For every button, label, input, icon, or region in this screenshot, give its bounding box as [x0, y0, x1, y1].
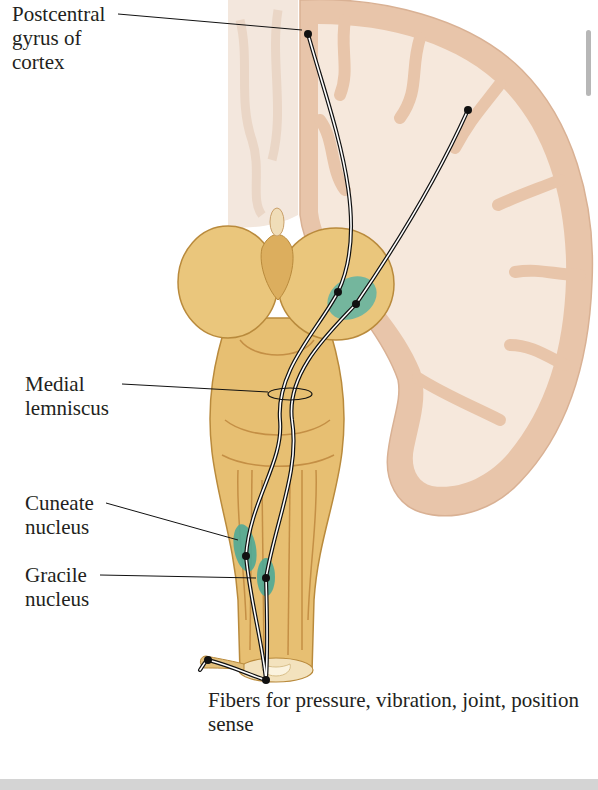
- structure-label: Postcentral gyrus of cortex: [12, 2, 116, 74]
- left-hemisphere: [228, 0, 298, 227]
- brainstem: [210, 318, 344, 672]
- cell-bodies: [204, 30, 472, 684]
- structure-label: Medial lemniscus: [25, 372, 121, 420]
- bottom-bar: [0, 779, 598, 790]
- structure-label: Cuneate nucleus: [25, 491, 105, 539]
- structure-label: Fibers for pressure, vibration, joint, p…: [208, 688, 590, 736]
- lemniscus-ring: [268, 388, 312, 400]
- structure-label: Gracile nucleus: [25, 563, 99, 611]
- sulci: [320, 20, 580, 420]
- cord-section: [239, 658, 313, 682]
- pathway-fibers: [200, 34, 468, 680]
- leader-lines: [100, 14, 302, 578]
- scrollbar: [586, 30, 591, 96]
- brainstem-ridges: [222, 340, 334, 655]
